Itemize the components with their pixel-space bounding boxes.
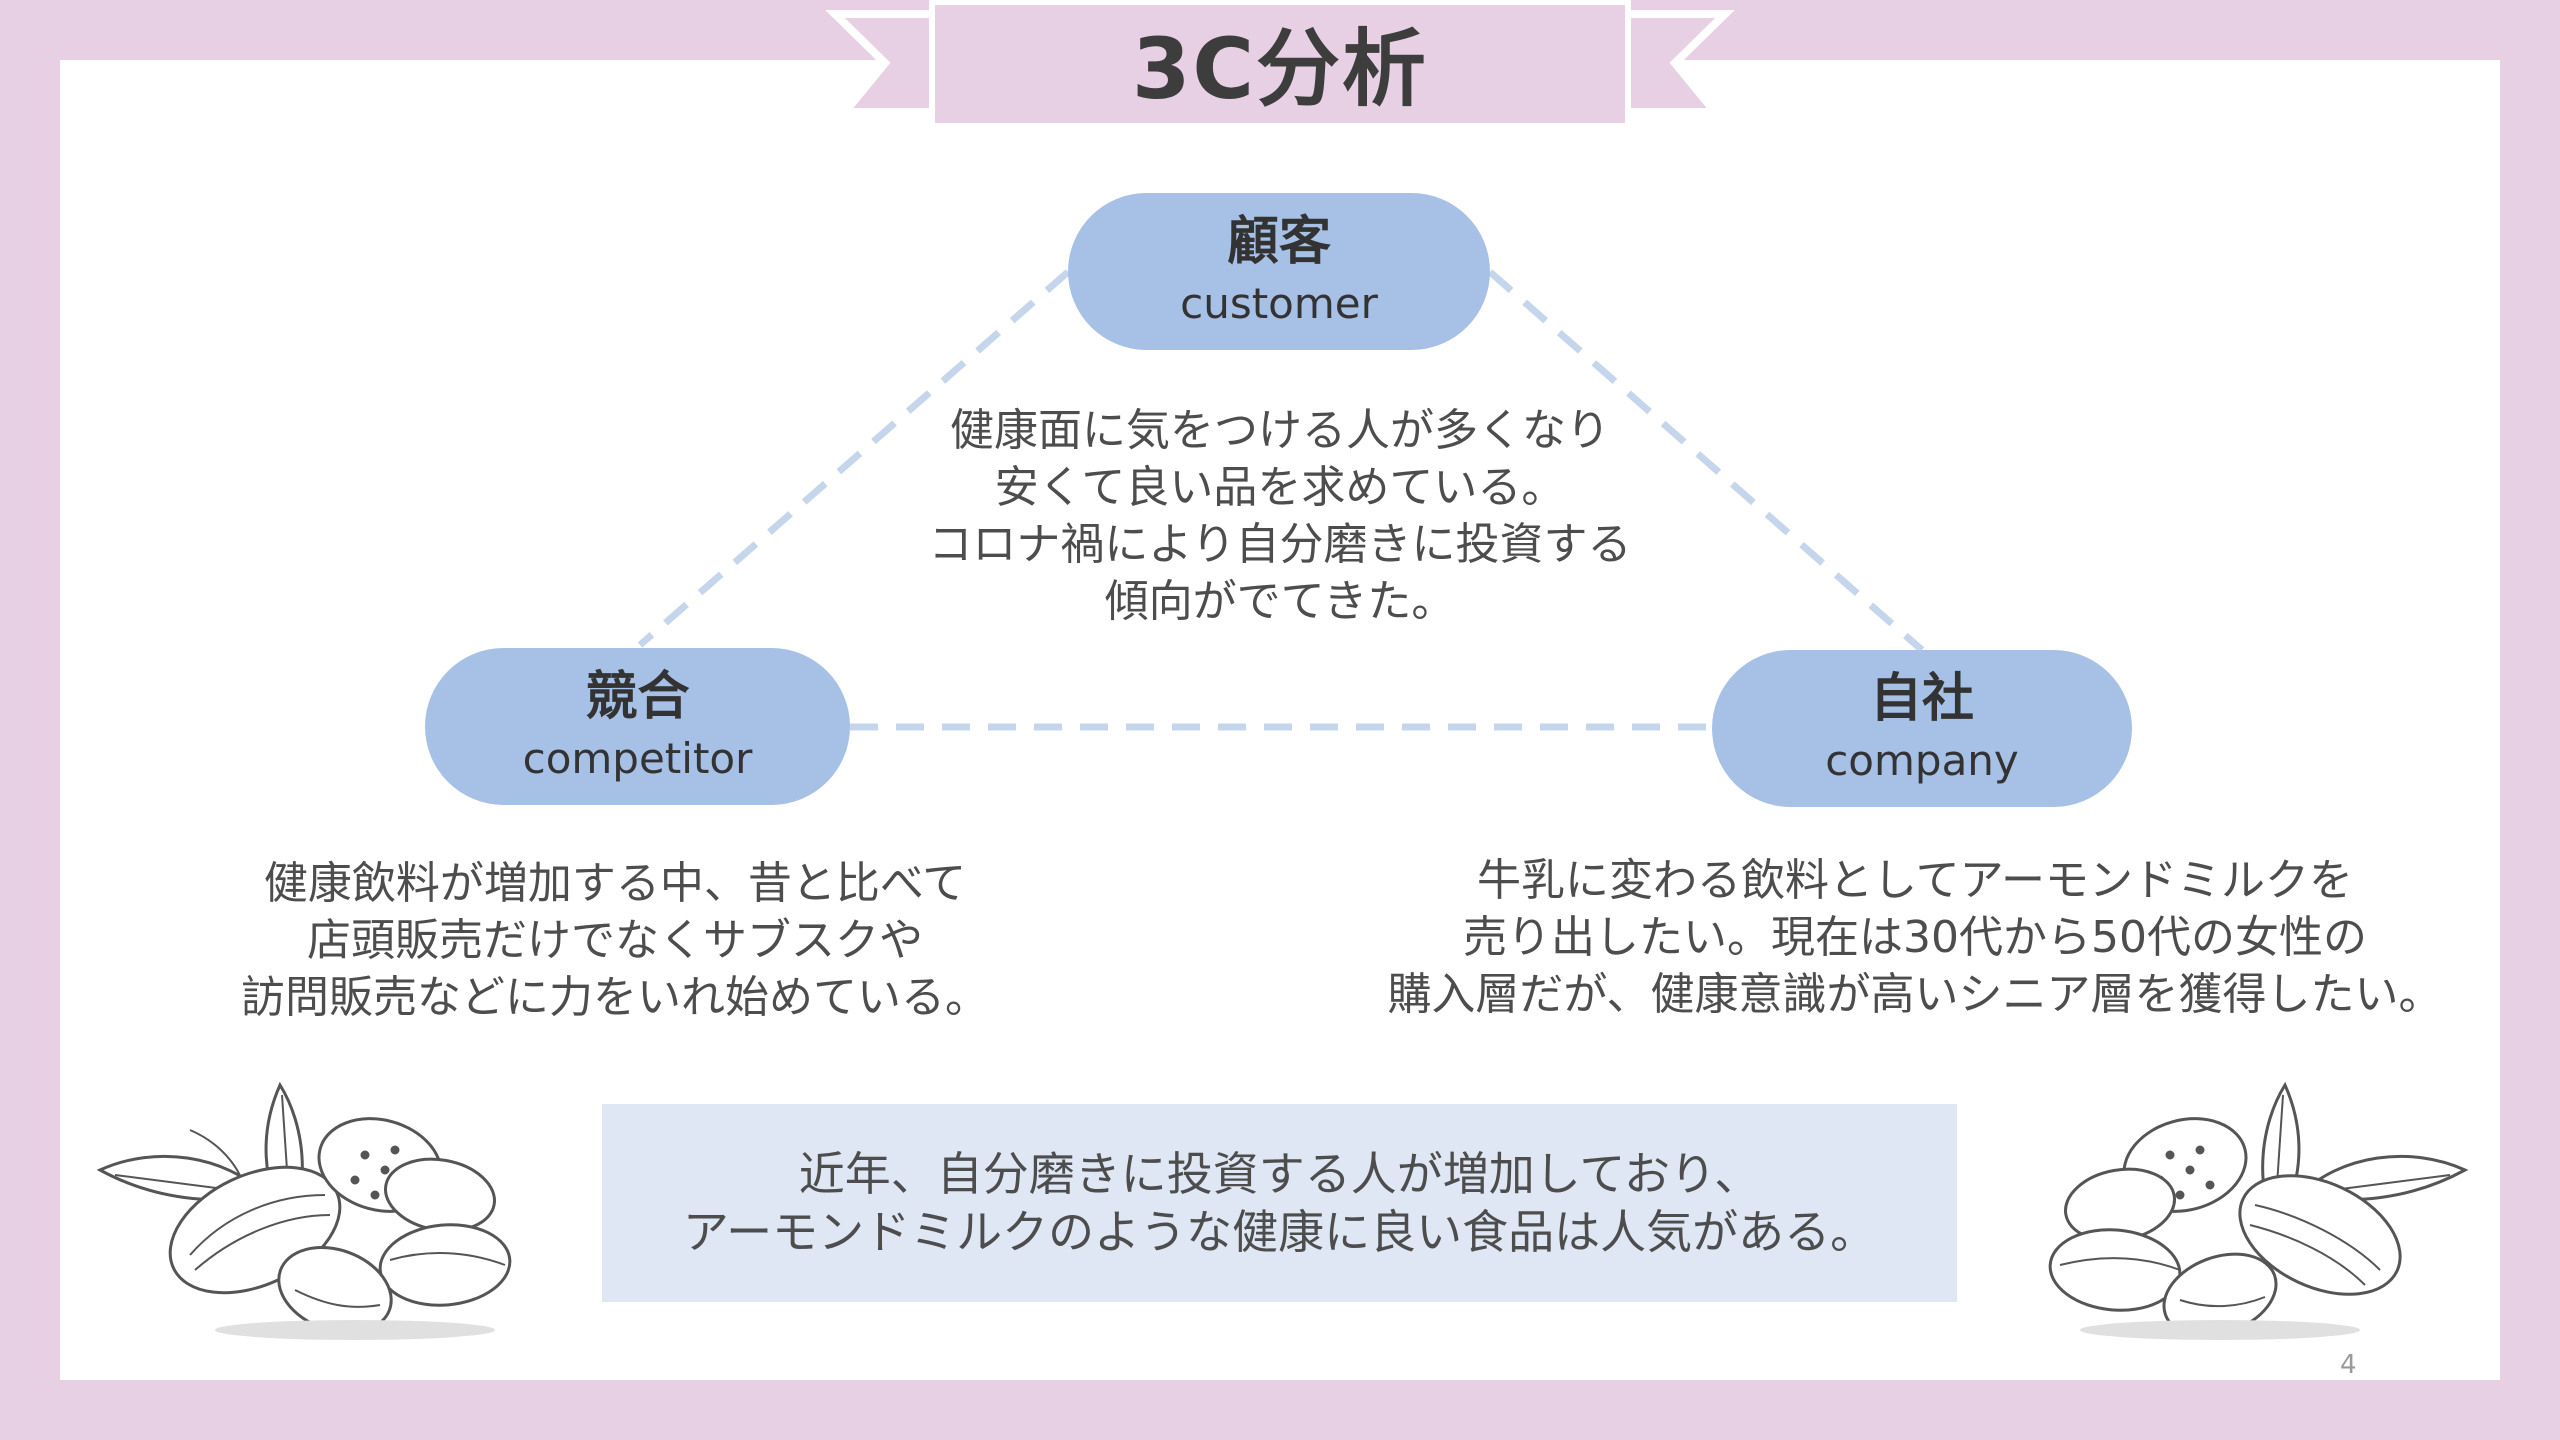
node-company-ja: 自社 (1869, 669, 1974, 730)
node-customer-ja: 顧客 (1226, 212, 1331, 273)
customer-desc-line: コロナ禍により自分磨きに投資する (928, 519, 1632, 570)
node-competitor: 競合 competitor (425, 648, 850, 805)
company-description: 牛乳に変わる飲料としてアーモンドミルクを 売り出したい。現在は30代から50代の… (1345, 852, 2485, 1023)
line-customer-company (1487, 269, 1925, 653)
node-customer: 顧客 customer (1068, 193, 1490, 350)
node-competitor-en: competitor (522, 734, 753, 784)
customer-desc-line: 安くて良い品を求めている。 (994, 462, 1566, 513)
node-company-en: company (1825, 736, 2019, 786)
summary-line: アーモンドミルクのような健康に良い食品は人気がある。 (682, 1205, 1877, 1259)
company-desc-line: 購入層だが、健康意識が高いシニア層を獲得したい。 (1387, 969, 2443, 1020)
node-company: 自社 company (1712, 650, 2132, 807)
competitor-desc-line: 店頭販売だけでなくサブスクや (307, 915, 923, 966)
company-desc-line: 売り出したい。現在は30代から50代の女性の (1463, 912, 2367, 963)
page-number: 4 (2340, 1350, 2357, 1380)
summary-box: 近年、自分磨きに投資する人が増加しており、 アーモンドミルクのような健康に良い食… (602, 1104, 1957, 1302)
page-title: 3C分析 (1131, 20, 1429, 118)
summary-line: 近年、自分磨きに投資する人が増加しており、 (798, 1147, 1761, 1201)
customer-desc-line: 健康面に気をつける人が多くなり (950, 405, 1610, 456)
competitor-desc-line: 健康飲料が増加する中、昔と比べて (263, 858, 967, 909)
almond-illustration-left (96, 1081, 512, 1340)
line-customer-competitor (637, 269, 1071, 648)
customer-desc-line: 傾向がでてきた。 (1104, 576, 1456, 627)
competitor-desc-line: 訪問販売などに力をいれ始めている。 (241, 972, 989, 1023)
customer-description: 健康面に気をつける人が多くなり 安くて良い品を求めている。 コロナ禍により自分磨… (880, 402, 1680, 630)
company-desc-line: 牛乳に変わる飲料としてアーモンドミルクを (1476, 855, 2354, 906)
almond-illustration-right (2048, 1081, 2469, 1340)
node-customer-en: customer (1180, 279, 1378, 329)
node-competitor-ja: 競合 (585, 667, 690, 728)
competitor-description: 健康飲料が増加する中、昔と比べて 店頭販売だけでなくサブスクや 訪問販売などに力… (215, 855, 1015, 1026)
